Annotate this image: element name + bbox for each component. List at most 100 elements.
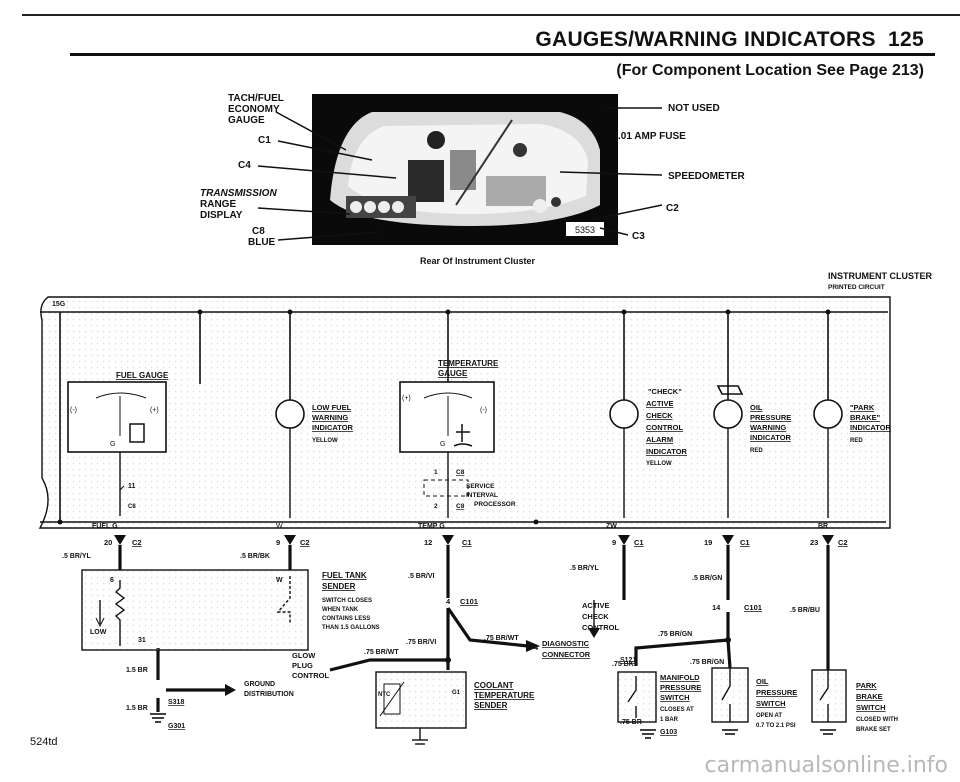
ground-line-2: DISTRIBUTION bbox=[244, 691, 294, 698]
oil-can-icon bbox=[716, 385, 744, 395]
coolant-ntc: NTC bbox=[378, 692, 391, 698]
fuel-tank-line-1: FUEL TANK bbox=[322, 571, 367, 580]
fuel-gauge-box bbox=[67, 381, 167, 453]
manifold-note-2: 1 BAR bbox=[660, 717, 679, 723]
ground-g103-icon bbox=[640, 729, 656, 739]
park-brake-lamp-icon bbox=[813, 399, 843, 429]
service-interval-box bbox=[423, 479, 469, 497]
oil-color: RED bbox=[750, 448, 763, 454]
service-line-1: SERVICE bbox=[466, 483, 495, 490]
fuel-gauge-plus: (+) bbox=[150, 407, 159, 414]
photo-label-blue: BLUE bbox=[248, 237, 276, 248]
fuel-pin-11: 11 bbox=[128, 483, 136, 490]
bus-label: 15G bbox=[52, 301, 66, 308]
ground-g301-icon bbox=[150, 713, 166, 723]
oil-switch-line-1: OIL bbox=[756, 677, 769, 686]
park-br: BR bbox=[818, 523, 828, 530]
photo-label-c1: C1 bbox=[258, 135, 271, 146]
coolant-line-2: TEMPERATURE bbox=[474, 691, 535, 700]
park-switch-note-1: CLOSED WITH bbox=[856, 717, 898, 723]
c101-oil-name: C101 bbox=[744, 603, 762, 612]
glow-line-1: GLOW bbox=[292, 651, 316, 660]
park-switch-box bbox=[811, 669, 847, 723]
oil-switch-note-1: OPEN AT bbox=[756, 713, 782, 719]
photo-label-economy: ECONOMY bbox=[228, 104, 280, 115]
temp-gauge-box bbox=[399, 381, 495, 453]
top-rule bbox=[22, 14, 960, 16]
photo-caption: Rear Of Instrument Cluster bbox=[420, 256, 536, 266]
c101-temp-pin: 4 bbox=[446, 597, 451, 606]
fuel-level-switch bbox=[276, 576, 291, 624]
park-switch-line-2: BRAKE bbox=[856, 692, 883, 701]
oil-switch-line-3: SWITCH bbox=[756, 699, 786, 708]
check-line-5: ALARM bbox=[646, 435, 673, 444]
oil-switch-line-2: PRESSURE bbox=[756, 688, 797, 697]
ground-line-1: GROUND bbox=[244, 681, 275, 688]
temp-pin-1: 1 bbox=[434, 469, 438, 476]
fuel-sender-low: LOW bbox=[90, 629, 107, 636]
model-label: 524td bbox=[30, 736, 58, 748]
low-fuel-line-1: LOW FUEL bbox=[312, 403, 352, 412]
park-switch-line-3: SWITCH bbox=[856, 703, 886, 712]
c1-oil-pin: 19 bbox=[704, 538, 712, 547]
coolant-g1: G1 bbox=[452, 690, 461, 696]
photo-label-gauge: GAUGE bbox=[228, 115, 265, 126]
c2-left-pin: 20 bbox=[104, 538, 112, 547]
wire-label-10: .75 BR/GN bbox=[690, 659, 724, 666]
c1-check-pin: 9 bbox=[612, 538, 616, 547]
manifold-note-1: CLOSES AT bbox=[660, 707, 694, 713]
fuel-tank-note-2: WHEN TANK bbox=[322, 607, 359, 613]
wire-label-6: .75 BR/WT bbox=[484, 635, 519, 642]
photo-label-c3: C3 bbox=[632, 231, 645, 242]
photo-label-c8: C8 bbox=[252, 226, 265, 237]
temp-g-label: TEMP G bbox=[418, 523, 445, 530]
service-line-3: PROCESSOR bbox=[474, 501, 516, 508]
low-fuel-line-3: INDICATOR bbox=[312, 423, 354, 432]
title-text: GAUGES/WARNING INDICATORS bbox=[535, 28, 876, 51]
temp-c8b: C8 bbox=[456, 503, 465, 510]
fuel-gauge-g: G bbox=[110, 441, 115, 448]
photo-label-c4: C4 bbox=[238, 160, 251, 171]
c2-park-name: C2 bbox=[838, 538, 848, 547]
wire-label-11: .5 BR/BU bbox=[790, 607, 820, 614]
temp-gauge-plus: (+) bbox=[402, 395, 411, 402]
header-rule bbox=[70, 53, 935, 56]
fuel-sender-w: W bbox=[276, 577, 283, 584]
glow-line-3: CONTROL bbox=[292, 671, 329, 680]
fuel-tank-note-4: THAN 1.5 GALLONS bbox=[322, 625, 380, 631]
manifold-switch-box bbox=[617, 671, 657, 723]
photo-label-c2: C2 bbox=[666, 203, 679, 214]
oil-line-3: WARNING bbox=[750, 423, 786, 432]
c2-left-name: C2 bbox=[132, 538, 142, 547]
cluster-photo: 5353 bbox=[312, 94, 618, 245]
park-color: RED bbox=[850, 438, 863, 444]
c2-park-pin: 23 bbox=[810, 538, 818, 547]
photo-number: 5353 bbox=[575, 225, 595, 235]
manifold-line-1: MANIFOLD bbox=[660, 673, 700, 682]
fuel-sender-six: 6 bbox=[110, 577, 114, 584]
manifold-line-3: SWITCH bbox=[660, 693, 690, 702]
check-line-4: CONTROL bbox=[646, 423, 683, 432]
wire-label-9: .75 BR/GN bbox=[658, 631, 692, 638]
fuel-pump-icon bbox=[129, 423, 145, 443]
manifold-line-2: PRESSURE bbox=[660, 683, 701, 692]
photo-label-not-used: NOT USED bbox=[668, 103, 720, 114]
diag-line-1: DIAGNOSTIC bbox=[542, 639, 590, 648]
fuel-tank-note-3: CONTAINS LESS bbox=[322, 616, 370, 622]
photo-label-tach: TACH/FUEL bbox=[228, 93, 284, 104]
coolant-line-1: COOLANT bbox=[474, 681, 514, 690]
oil-pressure-lamp-icon bbox=[713, 399, 743, 429]
ground-g103: G103 bbox=[660, 729, 677, 736]
oil-switch-note-2: 0.7 TO 2.1 PSI bbox=[756, 723, 796, 729]
ground-g301: G301 bbox=[168, 723, 185, 730]
photo-label-speedometer: SPEEDOMETER bbox=[668, 171, 745, 182]
active-check-line-2: CHECK bbox=[582, 612, 609, 621]
wire-label-4: .75 BR/WT bbox=[364, 649, 399, 656]
check-line-1: "CHECK" bbox=[648, 387, 682, 396]
watermark: carmanualsonline.info bbox=[704, 753, 948, 778]
coolant-line-3: SENDER bbox=[474, 701, 508, 710]
temp-gauge-line-1: TEMPERATURE bbox=[438, 359, 499, 368]
active-check-line-1: ACTIVE bbox=[582, 601, 610, 610]
page-subtitle: (For Component Location See Page 213) bbox=[616, 62, 924, 79]
c1-temp-pin: 12 bbox=[424, 538, 432, 547]
